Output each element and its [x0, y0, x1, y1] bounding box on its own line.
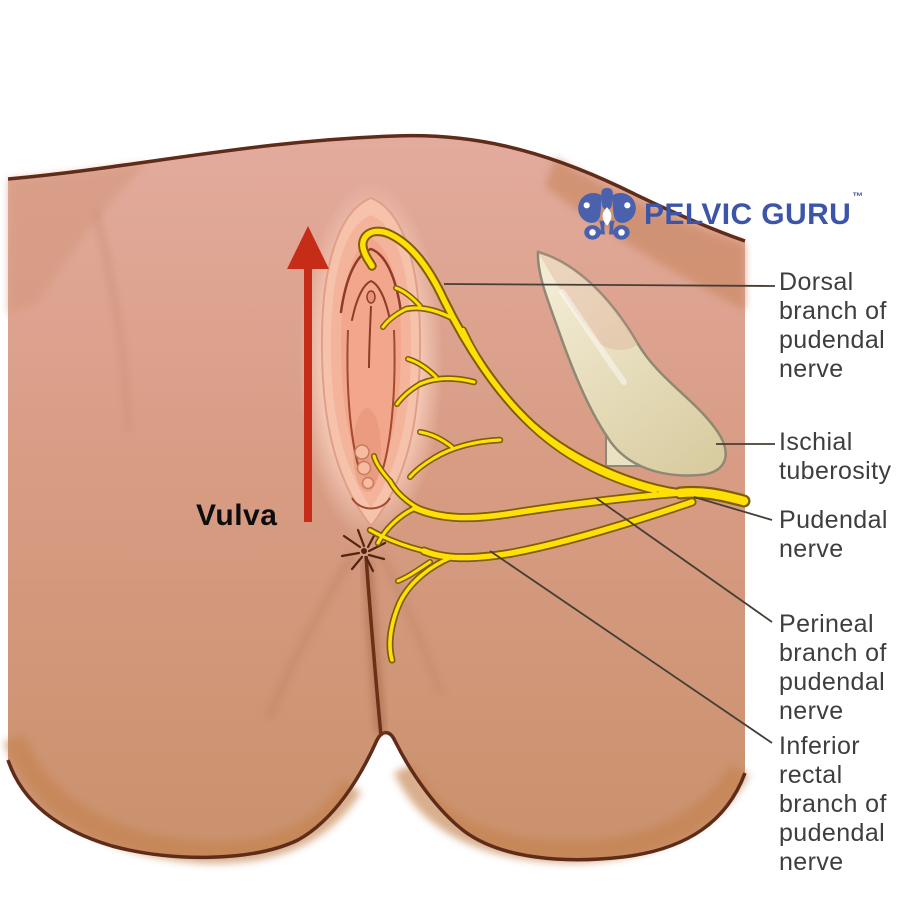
- leader-lines: [443, 283, 776, 744]
- label-perineal-branch: Perineal branch of pudendal nerve: [779, 610, 887, 725]
- anus-detail: [340, 528, 387, 573]
- leader-dorsal: [443, 283, 776, 287]
- pelvis-icon: [578, 187, 636, 240]
- pudendal-nerve-branches: [358, 226, 751, 664]
- leader-pudendal: [693, 496, 773, 521]
- brand-logo: PELVIC GURU™: [576, 186, 864, 244]
- ischial-tuberosity-bone: [536, 250, 727, 477]
- direction-arrow: [287, 226, 329, 522]
- label-ischial-tuberosity: Ischial tuberosity: [779, 428, 892, 485]
- vulva-illustration: [299, 182, 443, 542]
- leader-perineal: [595, 497, 773, 623]
- label-pudendal-nerve: Pudendal nerve: [779, 506, 888, 563]
- trademark-symbol: ™: [852, 191, 864, 203]
- label-dorsal-branch: Dorsal branch of pudendal nerve: [779, 268, 887, 383]
- label-inferior-rectal-branch: Inferior rectal branch of pudendal nerve: [779, 732, 887, 876]
- leader-inferior-rectal: [489, 550, 773, 744]
- label-vulva: Vulva: [196, 499, 278, 532]
- brand-name: PELVIC GURU™: [644, 191, 864, 231]
